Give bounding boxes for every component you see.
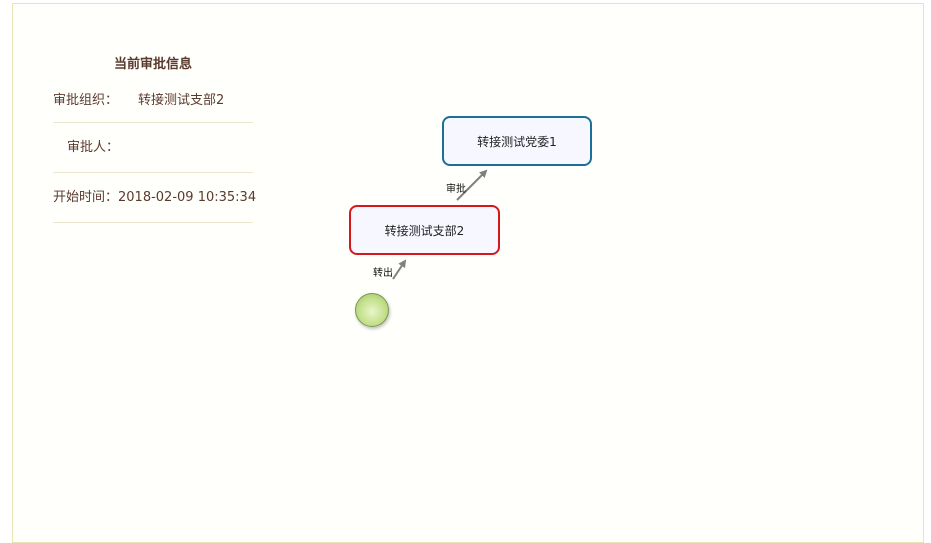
node-dangwei[interactable]: 转接测试党委1	[442, 116, 592, 166]
approval-info-panel: 当前审批信息 审批组织： 转接测试支部2 审批人： 开始时间：2018-02-09…	[53, 50, 257, 223]
node-dangwei-label: 转接测试党委1	[477, 134, 557, 149]
workflow-frame	[12, 3, 924, 543]
node-zhibu-current[interactable]: 转接测试支部2	[349, 205, 500, 255]
start-time-label: 开始时间：	[53, 190, 119, 205]
org-row: 审批组织： 转接测试支部2	[53, 80, 253, 123]
org-label: 审批组织：	[53, 93, 119, 108]
start-time-row: 开始时间：2018-02-09 10:35:34	[53, 173, 257, 223]
org-value: 转接测试支部2	[138, 93, 225, 108]
edge-label-shenpi: 审批	[446, 184, 466, 195]
person-row: 审批人：	[53, 123, 253, 173]
info-title: 当前审批信息	[113, 57, 192, 72]
node-zhibu-label: 转接测试支部2	[384, 223, 465, 238]
person-label: 审批人：	[67, 140, 120, 155]
start-time-value: 2018-02-09 10:35:34	[118, 190, 257, 205]
edge-label-zhuanchu: 转出	[373, 268, 393, 279]
start-event-circle[interactable]	[355, 293, 389, 327]
